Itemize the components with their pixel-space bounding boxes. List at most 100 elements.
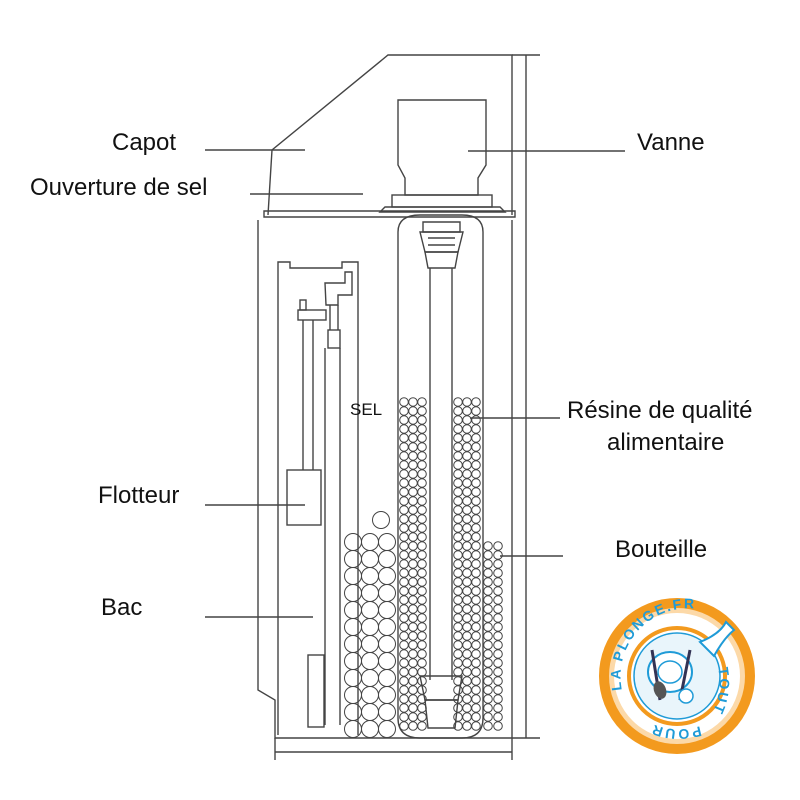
resin-bead — [493, 712, 503, 722]
resin-bead — [399, 505, 409, 515]
resin-bead — [417, 478, 427, 488]
resin-bead — [417, 712, 427, 722]
resin-bead — [408, 505, 418, 515]
resin-bead — [453, 397, 463, 407]
resin-bead — [471, 649, 481, 659]
top-plate — [263, 210, 516, 218]
resin-bead — [493, 685, 503, 695]
resin-bead — [453, 550, 463, 560]
salt-ball — [378, 567, 396, 585]
resin-bead — [483, 676, 493, 686]
salt-ball — [344, 703, 362, 721]
resin-bead — [462, 658, 472, 668]
resin-bead — [453, 532, 463, 542]
salt-ball — [361, 720, 379, 738]
resin-bead — [399, 694, 409, 704]
resin-bead — [399, 523, 409, 533]
resin-bead — [399, 613, 409, 623]
resin-bead — [493, 703, 503, 713]
resin-bead — [462, 622, 472, 632]
resin-bead — [417, 415, 427, 425]
resin-bead — [493, 541, 503, 551]
resin-bead — [408, 415, 418, 425]
label-resine-line2: alimentaire — [607, 429, 725, 456]
resin-bead — [462, 586, 472, 596]
resin-bead — [471, 613, 481, 623]
resin-bead — [483, 550, 493, 560]
resin-bead — [408, 424, 418, 434]
resin-bead — [471, 424, 481, 434]
resin-bead — [408, 442, 418, 452]
label-capot: Capot — [112, 129, 177, 156]
resin-bead — [399, 514, 409, 524]
resin-bead — [453, 595, 463, 605]
resin-bead — [493, 568, 503, 578]
capot-cover — [267, 54, 513, 216]
resin-bead — [462, 721, 472, 731]
label-bac: Bac — [101, 594, 143, 621]
resin-bead — [462, 649, 472, 659]
resin-bead — [471, 559, 481, 569]
resin-bead — [483, 577, 493, 587]
resin-bead — [453, 604, 463, 614]
salt-ball — [344, 533, 362, 551]
resin-bead — [399, 415, 409, 425]
resin-bead — [462, 685, 472, 695]
resin-bead — [408, 523, 418, 533]
resin-bead — [408, 433, 418, 443]
resin-bead — [408, 640, 418, 650]
resin-bead — [483, 604, 493, 614]
resin-bead — [408, 595, 418, 605]
resin-bead — [408, 667, 418, 677]
resin-bead — [483, 631, 493, 641]
resin-bead — [399, 478, 409, 488]
resin-bead — [408, 577, 418, 587]
resin-bead — [408, 478, 418, 488]
resin-bead — [493, 586, 503, 596]
resin-bead — [417, 550, 427, 560]
resin-bead — [493, 694, 503, 704]
resin-bead — [408, 703, 418, 713]
resin-bead — [471, 532, 481, 542]
resin-bead — [453, 667, 463, 677]
salt-ball — [344, 669, 362, 687]
resin-bead — [483, 712, 493, 722]
resin-bead — [399, 658, 409, 668]
flotteur-float — [286, 469, 322, 526]
resin-bead — [417, 604, 427, 614]
salt-ball — [378, 720, 396, 738]
resin-bead — [453, 415, 463, 425]
resin-bead — [471, 577, 481, 587]
resin-bead — [399, 397, 409, 407]
resin-bead — [417, 631, 427, 641]
resin-bead — [417, 424, 427, 434]
resin-bead — [462, 694, 472, 704]
resin-bead — [493, 649, 503, 659]
resin-bead — [399, 712, 409, 722]
resin-bead — [417, 568, 427, 578]
salt-ball — [344, 686, 362, 704]
salt-ball — [378, 550, 396, 568]
resin-bead — [399, 586, 409, 596]
brine-well — [277, 261, 359, 735]
salt-ball — [361, 584, 379, 602]
resin-bead — [408, 487, 418, 497]
salt-ball — [378, 618, 396, 636]
resin-bead — [483, 703, 493, 713]
resin-bead — [453, 640, 463, 650]
resin-bead — [399, 577, 409, 587]
salt-ball — [361, 703, 379, 721]
resin-bead — [483, 568, 493, 578]
label-bouteille: Bouteille — [615, 536, 708, 563]
resin-bead — [471, 667, 481, 677]
resin-bead — [408, 469, 418, 479]
resin-bead — [453, 505, 463, 515]
salt-ball — [361, 652, 379, 670]
resin-bead — [483, 541, 493, 551]
salt-ball — [361, 618, 379, 636]
resin-bead — [417, 460, 427, 470]
resin-bead — [417, 703, 427, 713]
resin-bead — [462, 451, 472, 461]
resin-bead — [453, 469, 463, 479]
resin-bead — [462, 532, 472, 542]
